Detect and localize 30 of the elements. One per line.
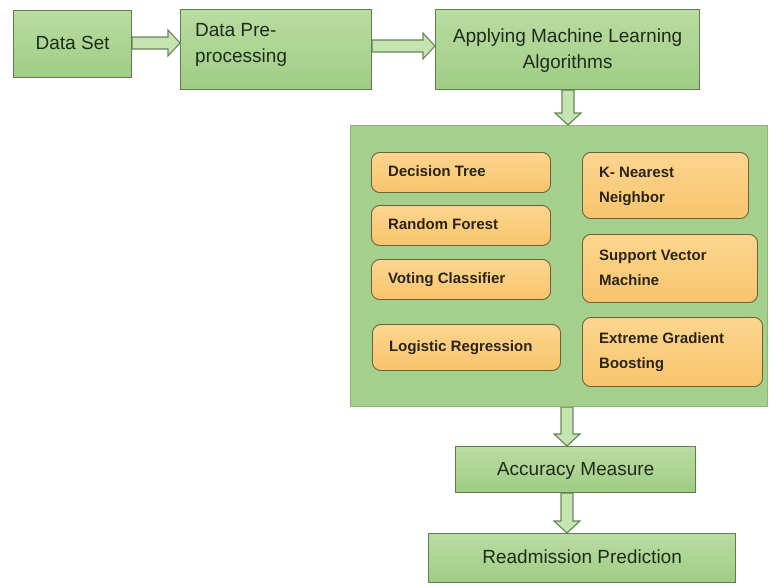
process-box (455, 446, 696, 493)
block-arrow (131, 28, 181, 58)
node-label: Accuracy Measure (496, 458, 654, 482)
block-arrow (552, 492, 582, 534)
node-label: Decision Tree (388, 162, 487, 182)
node-label: Random Forest (388, 215, 500, 236)
algorithm-box (582, 152, 749, 219)
process-box (428, 533, 736, 583)
process-box (180, 9, 372, 90)
node-label: K- Nearest Neighbor (599, 162, 676, 208)
node-label: Logistic Regression (389, 337, 534, 358)
block-arrow (371, 31, 436, 61)
algorithm-box (372, 324, 561, 371)
block-arrow (553, 89, 583, 126)
node-label: Extreme Gradient Boosting (599, 329, 726, 374)
node-label: Support Vector Machine (599, 246, 708, 290)
process-box (435, 9, 700, 90)
algorithm-box (371, 205, 551, 246)
node-label: Data Set (36, 32, 110, 56)
node-label: Applying Machine Learning Algorithms (452, 24, 684, 74)
block-arrow (552, 406, 582, 447)
node-label: Voting Classifier (388, 269, 506, 290)
node-label: Data Pre-processing (195, 19, 288, 69)
algorithm-box (582, 234, 758, 303)
node-label: Readmission Prediction (482, 546, 682, 570)
algorithm-box (371, 259, 551, 300)
algorithm-box (582, 317, 763, 387)
algorithm-box (371, 152, 551, 193)
algorithm-panel (350, 125, 768, 407)
process-box (13, 10, 132, 78)
